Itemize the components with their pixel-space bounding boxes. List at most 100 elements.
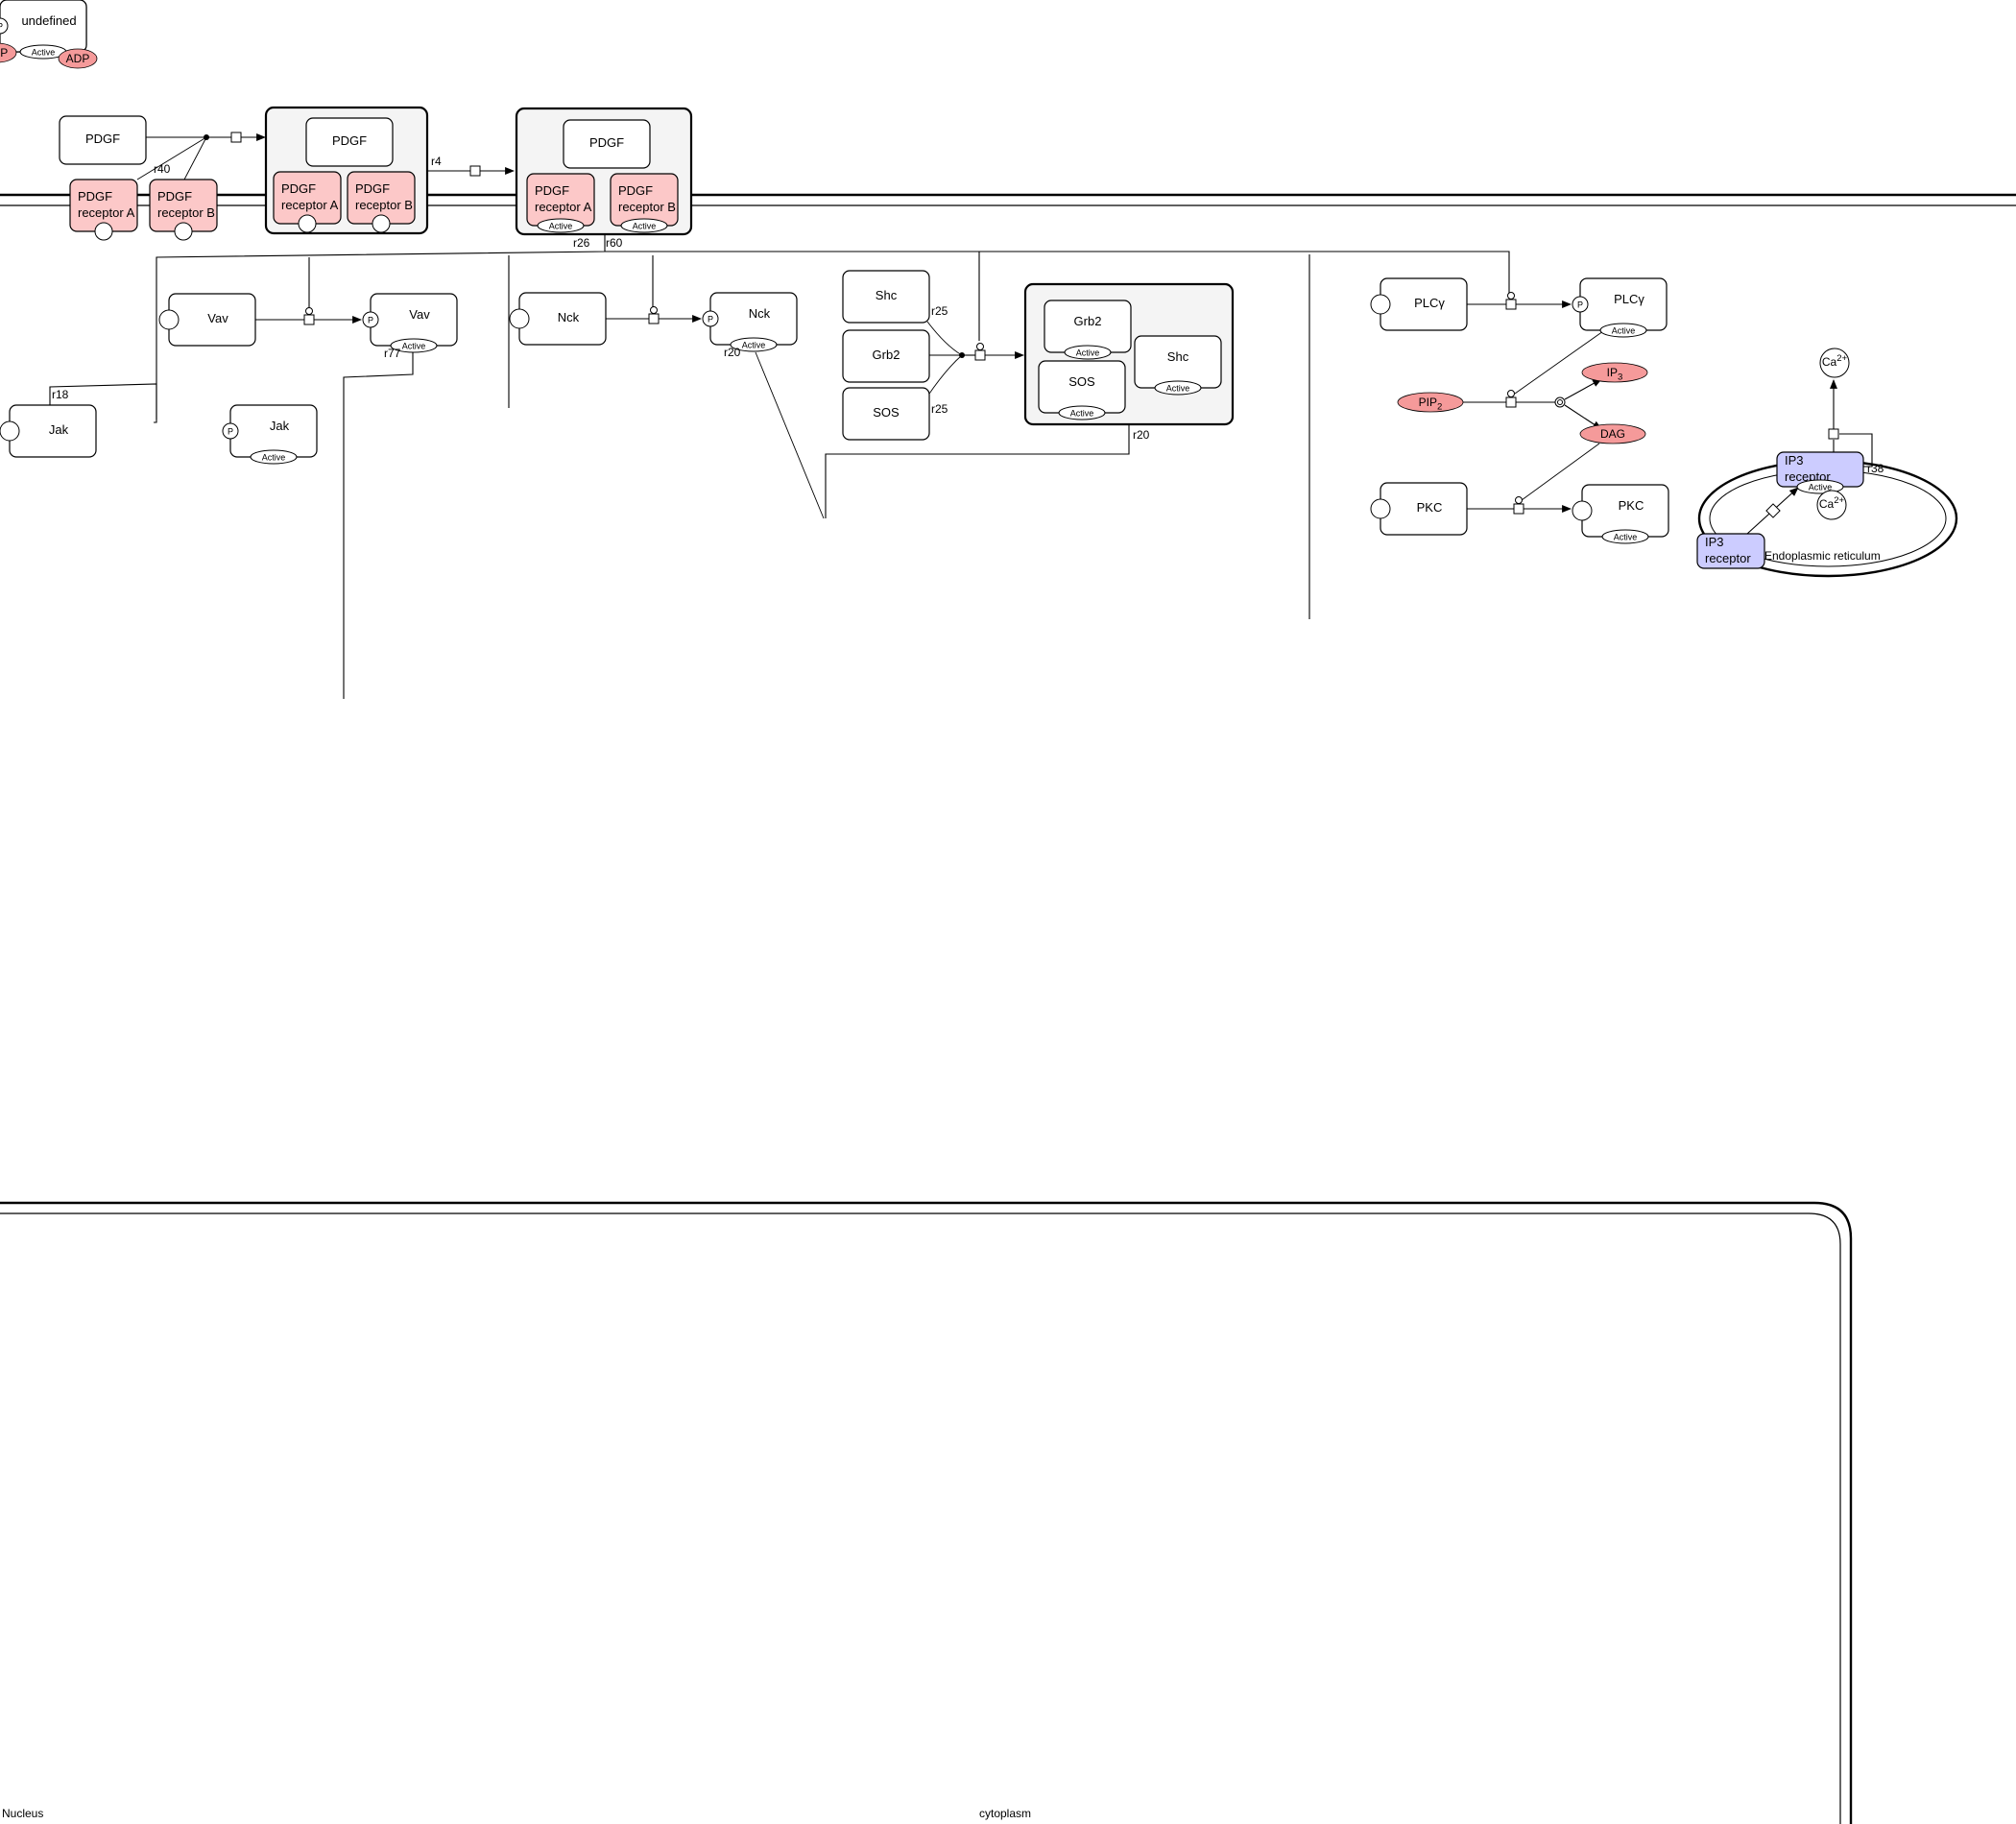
reaction-label: r25 xyxy=(931,304,948,318)
process-node[interactable] xyxy=(648,313,660,324)
svg-text:Active: Active xyxy=(402,341,426,350)
molecule-label: DAG xyxy=(1600,427,1625,441)
process-node[interactable] xyxy=(303,314,315,325)
active-state-badge: Active xyxy=(1601,529,1649,544)
active-state-badge: Active xyxy=(250,449,298,465)
protein-sos[interactable]: SOS xyxy=(842,387,930,441)
node-label: PLCγ xyxy=(1614,292,1644,306)
protein-plcg_i[interactable]: PLCγ xyxy=(1370,277,1468,331)
process-node[interactable] xyxy=(1828,428,1839,440)
ion-calcium[interactable]: Ca2+ xyxy=(1819,348,1850,378)
phospho-site-icon: P xyxy=(0,17,9,35)
small-molecule-pip2_a[interactable]: PIP2 xyxy=(1397,392,1464,413)
reaction-label: r4 xyxy=(431,155,442,168)
nuclear-membrane xyxy=(0,1201,1853,1824)
protein-x[interactable]: undefinedPActive xyxy=(0,0,87,60)
process-node[interactable] xyxy=(1505,396,1517,408)
catalysis-modifier xyxy=(1507,292,1515,300)
active-state-badge: Active xyxy=(1599,323,1647,338)
process-node[interactable] xyxy=(974,349,986,361)
svg-text:P: P xyxy=(0,21,3,31)
residue-site-icon xyxy=(298,214,317,233)
node-box xyxy=(305,117,394,167)
node-label: Nck xyxy=(558,310,580,324)
process-node[interactable] xyxy=(1505,299,1517,310)
catalysis-modifier xyxy=(976,343,984,350)
molecule-label: IP3 xyxy=(1607,366,1623,382)
protein-shc[interactable]: Shc xyxy=(842,270,930,324)
compartment-label-nucleus: Nucleus xyxy=(2,1807,43,1820)
svg-text:P: P xyxy=(1577,300,1583,309)
reaction-edge xyxy=(1514,330,1604,395)
protein-pkc_i[interactable]: PKC xyxy=(1370,482,1468,536)
active-state-badge: Active xyxy=(620,218,668,233)
protein-nck_i[interactable]: Nck xyxy=(509,292,607,346)
protein-pdgf1[interactable]: PDGF xyxy=(59,115,147,165)
protein-jak_i[interactable]: Jak xyxy=(0,404,97,458)
reaction-edges xyxy=(0,13,1873,699)
reaction-edge xyxy=(343,352,414,699)
ion-calcium[interactable]: Ca2+ xyxy=(1816,490,1847,520)
phospho-site-icon: P xyxy=(362,311,379,328)
residue-site-icon xyxy=(158,309,180,330)
ion-label: Ca2+ xyxy=(1822,353,1848,369)
small-molecule-adp[interactable]: ADP xyxy=(58,48,98,69)
active-state-badge: Active xyxy=(1154,380,1202,396)
reaction-edge xyxy=(1564,404,1602,430)
reaction-edge xyxy=(755,351,825,519)
small-molecule-atp[interactable]: ATP xyxy=(0,42,17,63)
node-label: Jak xyxy=(270,419,290,433)
residue-site-icon xyxy=(174,222,193,241)
reaction-edge xyxy=(49,383,157,420)
node-label: Jak xyxy=(49,422,69,437)
node-label: SOS xyxy=(873,405,900,420)
reaction-edge xyxy=(183,136,207,180)
svg-text:Active: Active xyxy=(1614,532,1638,541)
svg-text:Active: Active xyxy=(549,221,573,230)
ion-label: Ca2+ xyxy=(1819,495,1845,511)
protein-c1_pdgf[interactable]: PDGF xyxy=(305,117,394,167)
node-box xyxy=(842,387,930,441)
protein-grb2[interactable]: Grb2 xyxy=(842,329,930,383)
residue-site-icon xyxy=(1370,498,1391,519)
svg-text:Active: Active xyxy=(1070,408,1094,418)
small-molecule-ip3[interactable]: IP3 xyxy=(1581,362,1648,383)
small-molecule-dag[interactable]: DAG xyxy=(1579,423,1646,444)
svg-text:Active: Active xyxy=(32,47,56,57)
process-node[interactable] xyxy=(1513,503,1524,515)
node-label: PLCγ xyxy=(1414,296,1445,310)
svg-text:Active: Active xyxy=(742,340,766,349)
process-node[interactable] xyxy=(230,132,242,143)
svg-text:Active: Active xyxy=(1166,383,1190,393)
protein-c2_pdgf[interactable]: PDGF xyxy=(563,119,651,169)
reaction-edge xyxy=(1564,378,1602,400)
reaction-edge xyxy=(926,354,963,397)
reaction-edge xyxy=(136,136,207,180)
compartment-label-er: Endoplasmic reticulum xyxy=(1764,549,1881,563)
reaction-edge xyxy=(825,424,1130,518)
protein-vav_i[interactable]: Vav xyxy=(158,293,256,347)
catalysis-modifier xyxy=(1507,390,1515,397)
process-node[interactable] xyxy=(469,165,481,177)
